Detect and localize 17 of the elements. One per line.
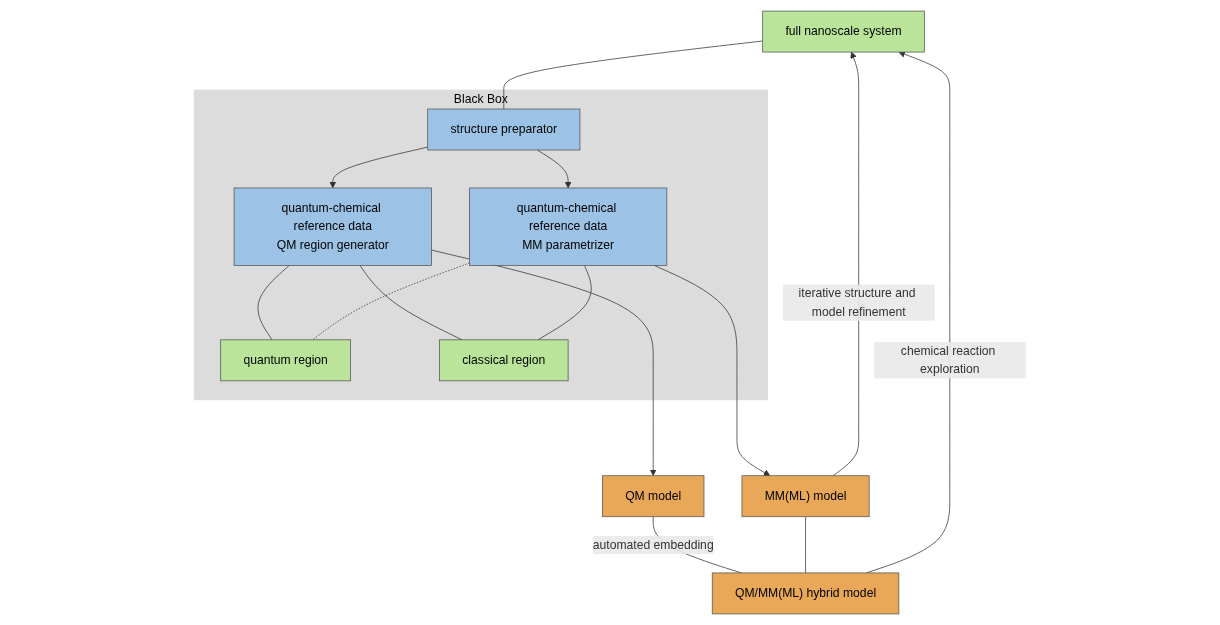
edge-label: automated embedding [592, 537, 714, 551]
edge-label: chemical reaction exploration [900, 344, 996, 376]
connector [805, 516, 807, 574]
node-box: QM/MM(ML) hybrid model [711, 572, 900, 615]
node-box: classical region [439, 339, 569, 382]
node-box: full nanoscale system [762, 10, 925, 53]
node-box: QM model [602, 475, 705, 518]
node-box: MM(ML) model [741, 475, 870, 518]
node-box: structure preparator [427, 108, 581, 151]
connector [537, 265, 592, 341]
edge-label: iterative structure and model refinement [798, 286, 916, 318]
node-box: quantum-chemical reference data QM region generator [233, 187, 432, 266]
connector [312, 262, 470, 341]
node-box: quantum region [220, 339, 352, 382]
node-box: quantum-chemical reference data MM parametrizer [469, 187, 668, 266]
connector [503, 40, 764, 110]
connector [257, 265, 290, 341]
